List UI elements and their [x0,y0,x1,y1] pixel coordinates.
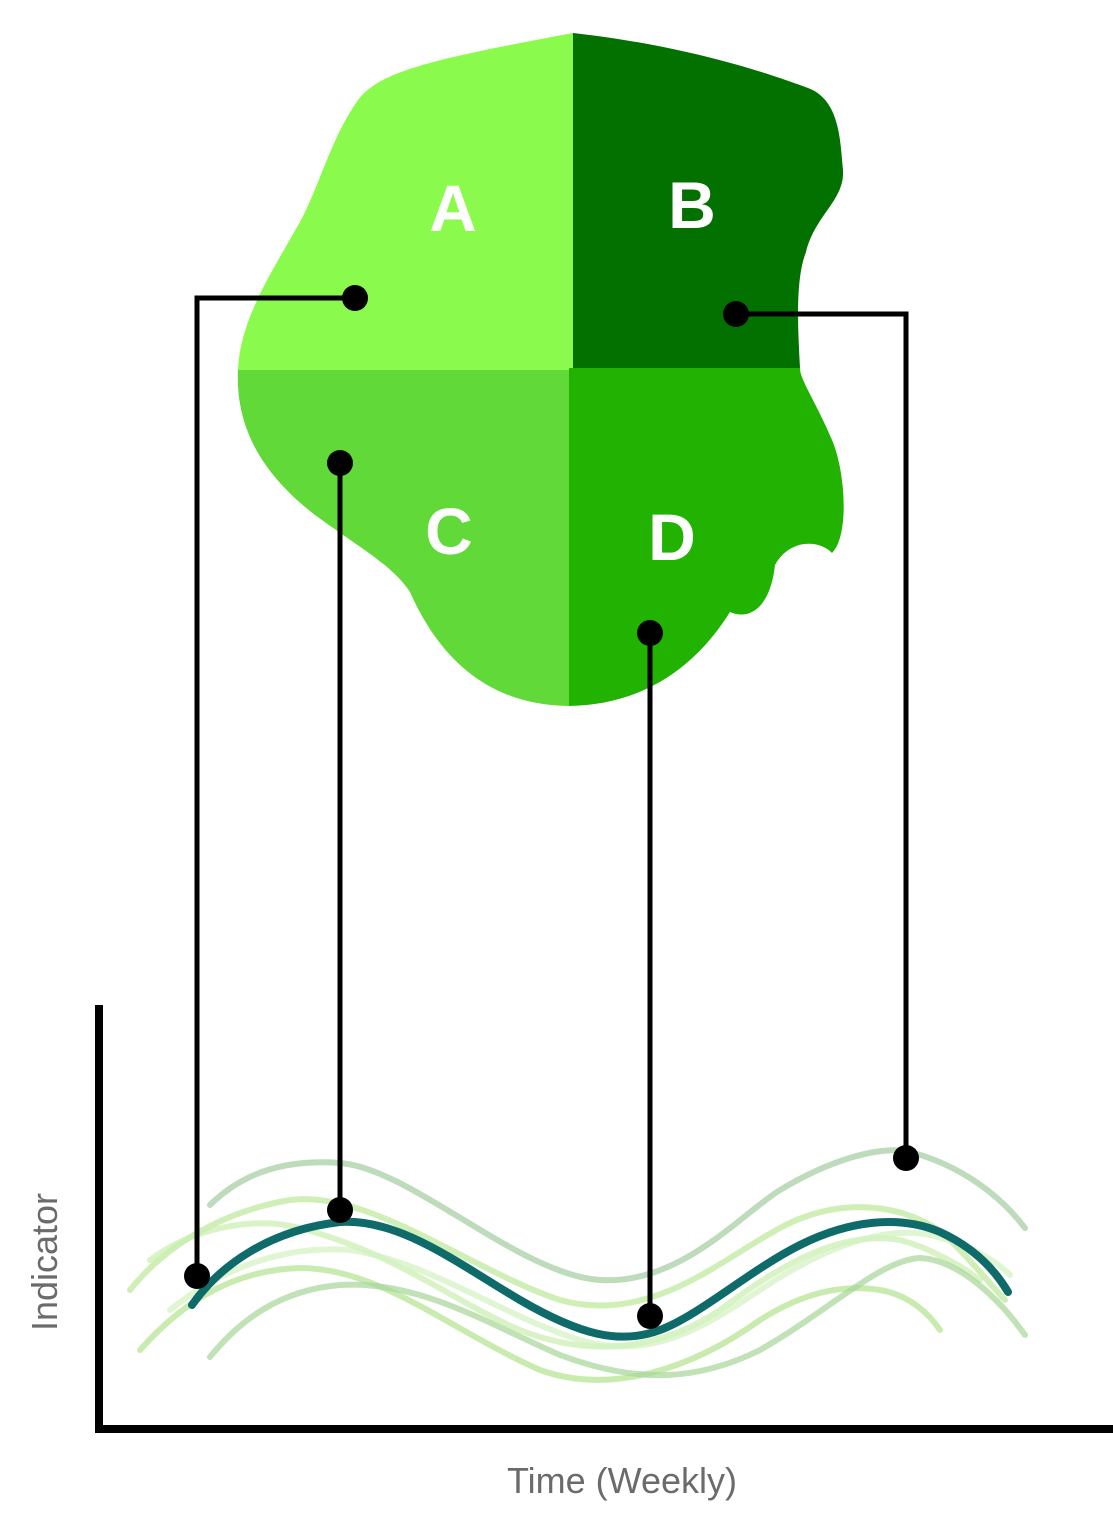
connector-c-map-dot [327,450,353,476]
region-map [237,33,844,706]
region-b-label: B [668,168,716,242]
x-axis-label: Time (Weekly) [507,1460,737,1501]
connector-c [327,450,353,1223]
connector-b-line [736,311,909,1158]
background-curve-2b [137,1265,943,1383]
background-series-1 [127,1147,1028,1309]
connector-b [723,301,919,1171]
region-d [569,368,844,706]
connector-b-map-dot [723,301,749,327]
region-a-label: A [429,171,477,245]
connector-c-curve-dot [327,1197,353,1223]
indicator-curves [127,1147,1028,1383]
connector-a-map-dot [342,285,368,311]
region-c [237,370,571,706]
region-d-label: D [648,500,696,574]
connector-b-curve-dot [893,1145,919,1171]
connector-a-line [194,295,355,1276]
connector-d-curve-dot [637,1303,663,1329]
chart-axes [95,1005,1113,1433]
connector-a [184,285,368,1289]
region-c-label: C [425,494,473,568]
background-series-3 [167,1229,1028,1379]
connector-a-curve-dot [184,1263,210,1289]
connector-d [637,620,663,1329]
connectors [184,285,919,1329]
region-b [573,33,844,370]
background-curve-3b [167,1229,1013,1350]
region-a [237,33,573,370]
connector-d-map-dot [637,620,663,646]
y-axis-label: Indicator [24,1193,65,1331]
background-curve-3a [207,1255,1028,1379]
